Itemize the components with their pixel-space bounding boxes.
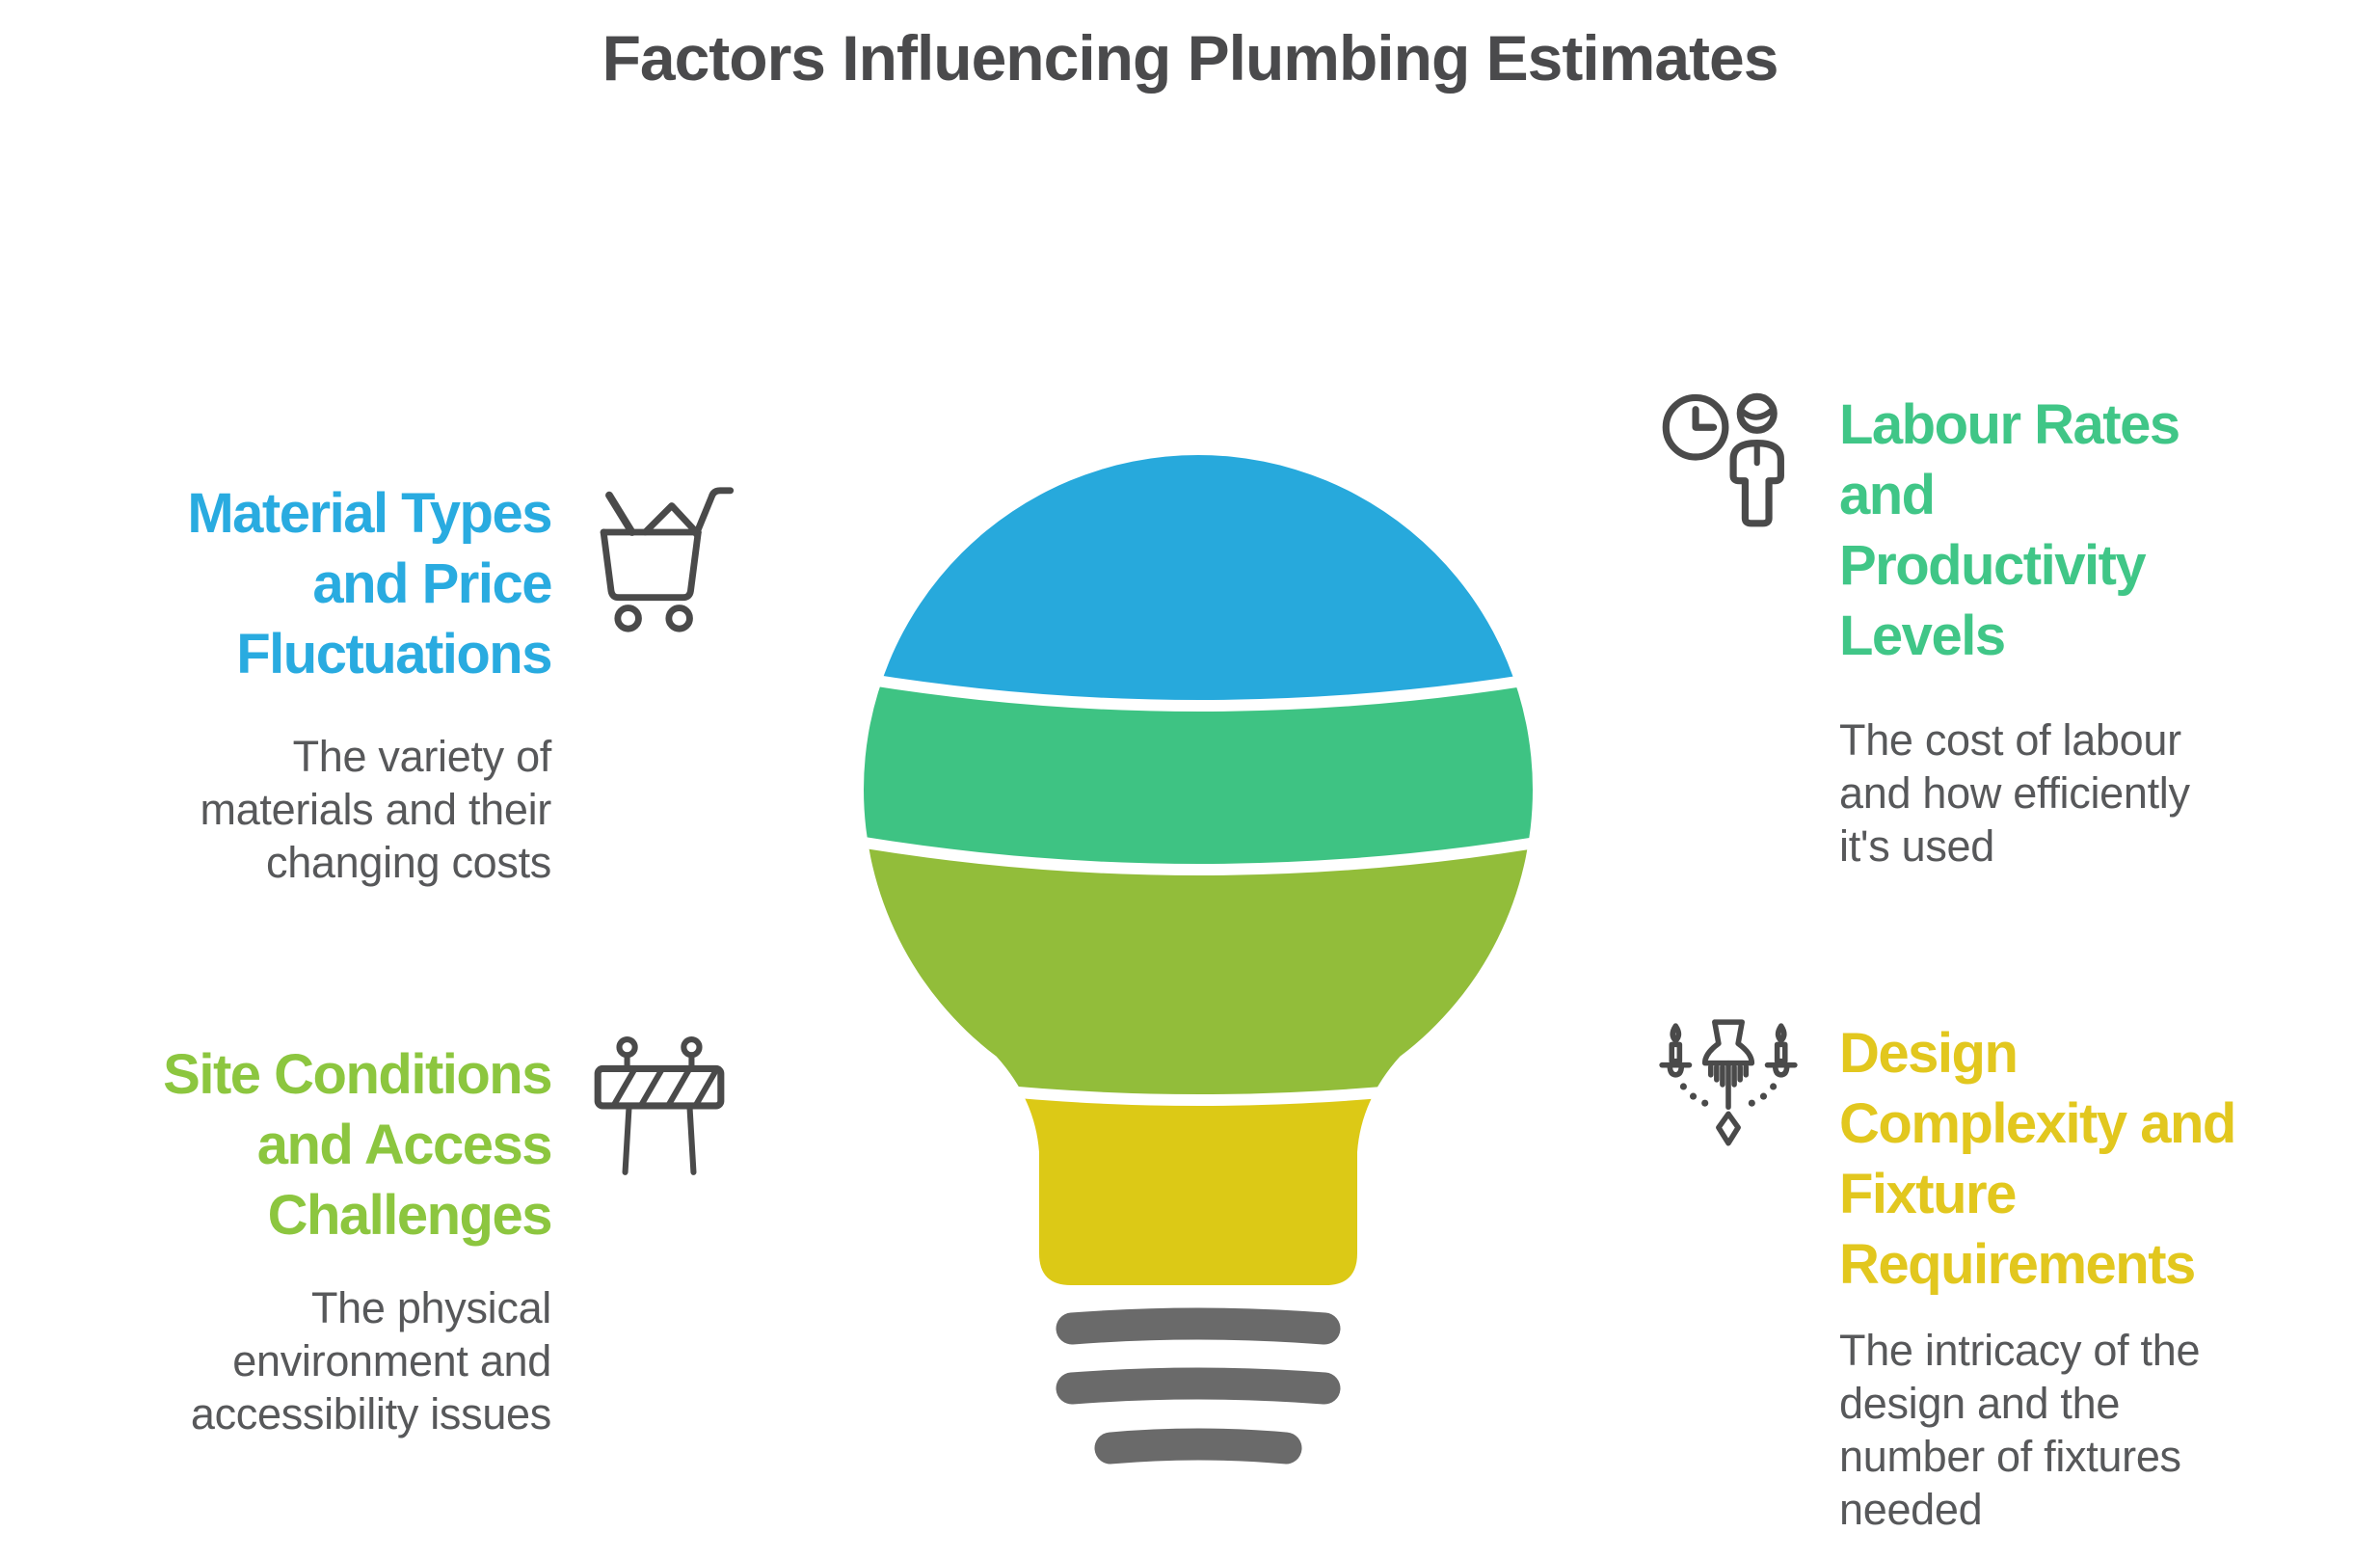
heading-line: Fluctuations xyxy=(236,623,552,685)
page-title: Factors Influencing Plumbing Estimates xyxy=(602,22,1779,94)
heading-labour-rates: Labour Rates and Productivity Levels xyxy=(1839,390,2379,671)
heading-line: Site Conditions xyxy=(163,1043,552,1106)
heading-line: Labour Rates xyxy=(1839,393,2180,456)
body-line: it's used xyxy=(1839,821,1994,871)
chandelier-icon xyxy=(1654,1014,1803,1166)
heading-line: Design xyxy=(1839,1022,2019,1085)
body-line: design and the xyxy=(1839,1379,2121,1428)
heading-site-conditions: Site Conditions and Access Challenges xyxy=(58,1039,553,1250)
body-line: accessibility issues xyxy=(190,1389,551,1438)
bulb-band-olive xyxy=(864,841,1533,1094)
body-line: The variety of xyxy=(292,732,552,781)
clock-person-icon xyxy=(1656,382,1805,530)
heading-line: Requirements xyxy=(1839,1233,2196,1296)
body-design-complexity: The intricacy of the design and the numb… xyxy=(1839,1324,2379,1536)
bulb-band-blue xyxy=(864,455,1533,700)
bulb-band-yellow xyxy=(864,1072,1533,1285)
heading-line: Challenges xyxy=(267,1184,553,1247)
heading-design-complexity: Design Complexity and Fixture Requiremen… xyxy=(1839,1018,2379,1300)
body-line: materials and their xyxy=(200,785,552,834)
body-labour-rates: The cost of labour and how efficiently i… xyxy=(1839,713,2379,873)
body-line: The intricacy of the xyxy=(1839,1326,2201,1375)
body-line: needed xyxy=(1839,1485,1983,1534)
bulb-base-stripe-3 xyxy=(1094,1428,1302,1465)
body-line: and how efficiently xyxy=(1839,768,2190,818)
heading-line: Complexity and xyxy=(1839,1092,2236,1155)
lightbulb-graphic xyxy=(864,455,1533,1465)
body-line: number of fixtures xyxy=(1839,1432,2181,1481)
heading-line: Levels xyxy=(1839,605,2006,667)
heading-line: and Price xyxy=(312,552,552,615)
heading-material-types: Material Types and Price Fluctuations xyxy=(58,478,552,689)
bulb-base-stripe-2 xyxy=(1056,1367,1341,1405)
body-line: The cost of labour xyxy=(1839,715,2181,765)
body-line: environment and xyxy=(232,1336,551,1385)
heading-line: Productivity xyxy=(1839,534,2147,597)
heading-line: and xyxy=(1839,464,1936,526)
body-line: The physical xyxy=(310,1283,551,1332)
body-line: changing costs xyxy=(266,838,551,887)
body-material-types: The variety of materials and their chang… xyxy=(58,730,552,889)
heading-line: Fixture xyxy=(1839,1163,2017,1225)
bulb-base-stripe-1 xyxy=(1056,1307,1341,1345)
barrier-icon xyxy=(586,1034,733,1185)
shopping-cart-icon xyxy=(584,480,740,636)
bulb-band-teal xyxy=(864,677,1533,864)
heading-line: Material Types xyxy=(187,482,552,545)
body-site-conditions: The physical environment and accessibili… xyxy=(58,1281,551,1440)
heading-line: and Access xyxy=(256,1114,553,1176)
